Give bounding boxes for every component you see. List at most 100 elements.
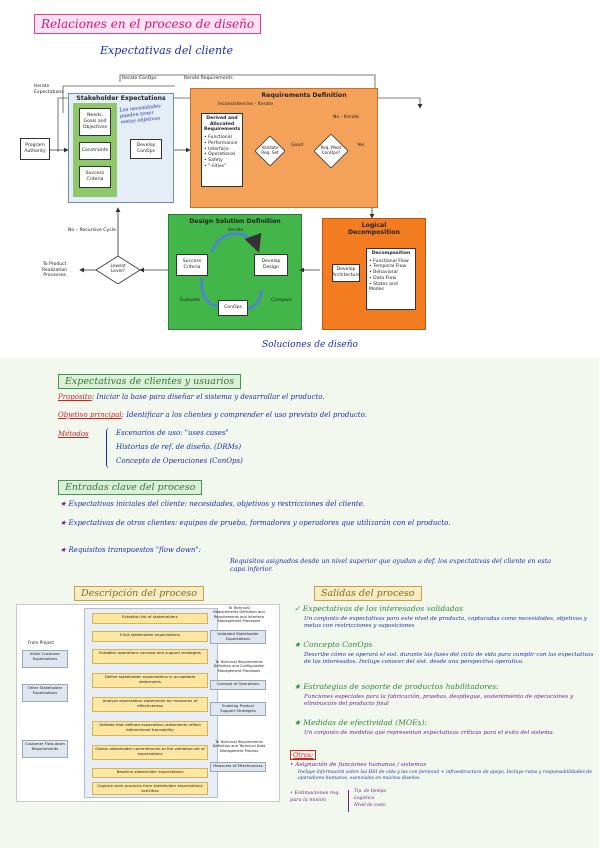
derived-item: • Safety [204, 158, 223, 164]
page-title: Relaciones en el proceso de diseño [34, 14, 262, 34]
metodo-item: Escenarios de uso: "uses cases" [116, 429, 229, 437]
salida-head-text: Expectativas de los interesados validada… [302, 604, 463, 613]
design-conops-box: ConOps [218, 300, 248, 316]
stakeholder-expectations-header: Stakeholder Expectations [76, 95, 166, 102]
salida-head-text: Medidas de efectividad (MOEs): [303, 718, 428, 727]
decomposition-item: • Temporal Flow [369, 264, 407, 270]
iterate-requirements-label: Iterate Requirements [184, 76, 233, 81]
metodos-label: Métodos [58, 430, 89, 438]
otros-sub-item: Logística [354, 796, 375, 801]
decomposition-item: • Behavioral [369, 270, 398, 276]
entrada-item: ★ Expectativas iniciales del cliente: ne… [60, 500, 365, 508]
objetivo-label: Objetivo principal [58, 411, 122, 419]
otros-item: • Asignación de funciones humanas / sist… [290, 762, 427, 768]
requirements-definition-header: Requirements Definition [261, 92, 347, 99]
decomposition-item: • Functional Flow [369, 258, 409, 264]
entrada-text: Expectativas de otros clientes: equipos … [68, 519, 451, 527]
entrada-item: ★ Expectativas de otros clientes: equipo… [60, 519, 451, 527]
output-box: Concept of Operations [210, 680, 266, 690]
process-step: Capture work products from stakeholder e… [92, 782, 208, 795]
outputs-header-3: To Technical Requirements Definition and… [212, 740, 266, 753]
entrada-item: ★ Requisitos transpuestos "flow down": [60, 546, 201, 554]
derived-requirements-title: Derived and Allocated Requirements [204, 116, 241, 133]
decomposition-box: Decomposition • Functional Flow • Tempor… [366, 248, 416, 310]
needs-goals-box: Needs, Goals and Objectives [79, 108, 111, 136]
process-step: Validate that defined expectation statem… [92, 721, 208, 736]
develop-architecture-box: Develop Architecture [332, 264, 360, 282]
salida-head-text: Estrategias de soporte de productos habi… [303, 682, 499, 691]
lowest-level-diamond: Lowest Level? [95, 255, 141, 285]
develop-conops-box: Develop ConOps [130, 139, 162, 159]
validate-req-label: Validate Req. Set [261, 145, 279, 156]
evaluate-label: Evaluate [180, 298, 201, 303]
derived-item: • Performance [204, 140, 238, 146]
otros-brace [348, 790, 353, 812]
section1-title: Expectativas de clientes y usuarios [58, 374, 242, 389]
design-iterate-label: Iterate [228, 228, 244, 233]
derived-item: • Operational [204, 152, 236, 158]
develop-design-box: Develop Design [254, 254, 288, 276]
from-project-label: From Project [28, 640, 55, 645]
propósito-row: Propósito: Iniciar la base para diseñar … [58, 393, 325, 402]
section2-title: Entradas clave del proceso [58, 480, 203, 495]
decomposition-item: • States and Modes [369, 281, 398, 293]
metodo-item: Concepto de Operaciones (ConOps) [116, 457, 243, 465]
salida-head: ★ Estrategias de soporte de productos ha… [294, 682, 499, 691]
validate-req-diamond: Validate Req. Set [254, 135, 286, 167]
process-step: Define stakeholder expectations in accep… [92, 673, 208, 688]
output-box: Validated Stakeholder Expectations [210, 630, 266, 644]
derived-item: • Interface [204, 146, 229, 152]
objetivo-text: : Identificar a los clientes y comprende… [121, 411, 367, 419]
salida-head: ✓ Expectativas de los interesados valida… [294, 604, 463, 613]
program-authority-box: Program Authority [20, 138, 50, 160]
outputs-header-1: To Technical Requirements Definition and… [213, 606, 265, 623]
salida-body: Funciones especiales para la fabricación… [304, 694, 574, 708]
objetivo-row: Objetivo principal: Identificar a los cl… [58, 411, 367, 420]
good-label: Good [291, 143, 304, 148]
decomposition-item: • Data Flow [369, 275, 397, 281]
logical-decomposition-header: Logical Decomposition [348, 222, 400, 236]
outputs-header-2: To Technical Requirements Definition and… [213, 660, 265, 673]
otros-item: • Estimaciones req. para la misión [290, 790, 340, 803]
iterate-expectations-label: Iterate Expectations [34, 84, 64, 95]
salida-body: Un conjunto de medidas que representan e… [304, 730, 555, 736]
entrada-text: Expectativas iniciales del cliente: nece… [68, 500, 365, 508]
input-box: Customer Flow-down Requirements [22, 740, 68, 758]
input-box: Other Stakeholder Expectations [22, 684, 68, 702]
customer-expectations-annotation: Expectativas del cliente [100, 44, 234, 57]
design-success-criteria-box: Success Criteria [176, 254, 208, 276]
derived-item: • "-ilities" [204, 163, 227, 169]
process-step: Establish list of stakeholders [92, 613, 208, 624]
salida-body: Un conjunto de expectativas para este ni… [304, 616, 587, 630]
inconsistencies-label: Inconsistencies - Iterate [218, 102, 274, 107]
process-step: Obtain stakeholder commitments to the va… [92, 745, 208, 760]
success-criteria-box: Success Criteria [79, 166, 111, 188]
output-box: Measures of Effectiveness [210, 762, 266, 772]
decomposition-title: Decomposition [371, 251, 411, 256]
to-product-label: To Product Realization Processes [42, 262, 68, 278]
salida-head: ★ Medidas de efectividad (MOEs): [294, 718, 428, 727]
propósito-text: : Iniciar la base para diseñar el sistem… [91, 393, 325, 401]
salida-head-text: Concepto ConOps [303, 640, 373, 649]
design-solutions-annotation: Soluciones de diseño [262, 340, 358, 350]
derived-item: • Functional [204, 135, 232, 141]
lowest-level-label: Lowest Level? [110, 264, 126, 275]
salida-body: Describe cómo se operará el sist. durant… [304, 652, 594, 666]
otros-sub-item: Tip. de tiempo [354, 789, 387, 794]
yes-label: Yes [357, 143, 365, 148]
output-box: Enabling Product Support Strategies [210, 702, 266, 716]
flow-down-subitem: Requisitos asignados desde un nivel supe… [230, 557, 552, 574]
metodos-brace [106, 428, 113, 468]
entrada-text: Requisitos transpuestos "flow down": [68, 546, 201, 554]
process-step: Baseline stakeholder expectations [92, 768, 208, 778]
section4-title: Salidas del proceso [314, 586, 422, 601]
process-step: Elicit stakeholder expectations [92, 631, 208, 642]
input-box: Initial Customer Expectations [22, 650, 68, 668]
no-iterate-label: No - Iterate [333, 115, 360, 120]
req-meet-conops-diamond: Req. Meet ConOps? [313, 133, 349, 169]
otros-sub-item: Nivel de costo [354, 803, 386, 808]
salida-head: ★ Concepto ConOps [294, 640, 373, 649]
propósito-label: Propósito [58, 393, 92, 401]
section3-title: Descripción del proceso [74, 586, 204, 601]
req-meet-conops-label: Req. Meet ConOps? [320, 145, 342, 156]
